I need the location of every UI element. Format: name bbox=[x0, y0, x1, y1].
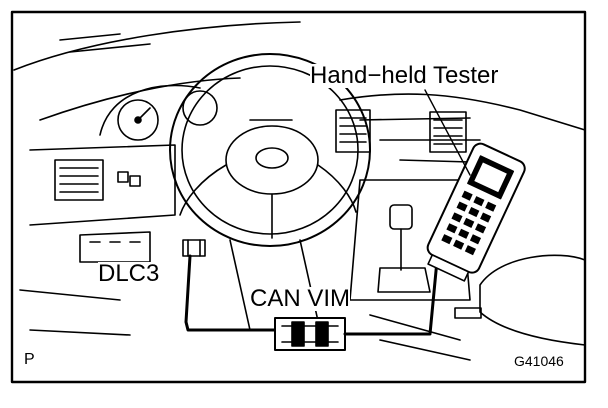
dlc3-connector bbox=[182, 239, 206, 257]
center-vent bbox=[335, 109, 371, 153]
cable-vim-to-tester bbox=[343, 248, 440, 336]
left-vent bbox=[54, 159, 104, 201]
instrument-cluster bbox=[99, 84, 218, 141]
dlc3-label: DLC3 bbox=[98, 260, 160, 287]
right-dash-top bbox=[339, 93, 586, 131]
seat-slot bbox=[454, 307, 482, 319]
tester-leader-line bbox=[424, 89, 471, 176]
tester-label: Hand−held Tester bbox=[310, 62, 499, 89]
right-vent bbox=[429, 111, 467, 153]
left-panel bbox=[29, 144, 176, 226]
can-vim-device bbox=[274, 317, 346, 351]
right-dash-lines bbox=[359, 117, 481, 163]
seat bbox=[479, 254, 586, 346]
hand-held-tester-device bbox=[426, 142, 526, 282]
figure-frame bbox=[10, 10, 587, 384]
corner-mark: P bbox=[24, 351, 35, 368]
steering-column bbox=[229, 239, 321, 331]
left-lower-panel bbox=[79, 231, 151, 263]
floor-line bbox=[19, 289, 131, 336]
can-vim-label: CAN VIM bbox=[250, 285, 351, 312]
gear-shifter bbox=[377, 204, 431, 293]
cable-dlc-to-vim bbox=[184, 254, 277, 332]
dash-top-curve-2 bbox=[59, 33, 151, 53]
figure-code: G41046 bbox=[514, 353, 564, 369]
windshield-line bbox=[13, 21, 301, 71]
steering-wheel bbox=[169, 53, 371, 247]
left-switch-2 bbox=[129, 175, 141, 187]
left-switch-1 bbox=[117, 171, 129, 183]
center-console bbox=[349, 179, 471, 301]
dash-top-curve bbox=[39, 77, 241, 121]
